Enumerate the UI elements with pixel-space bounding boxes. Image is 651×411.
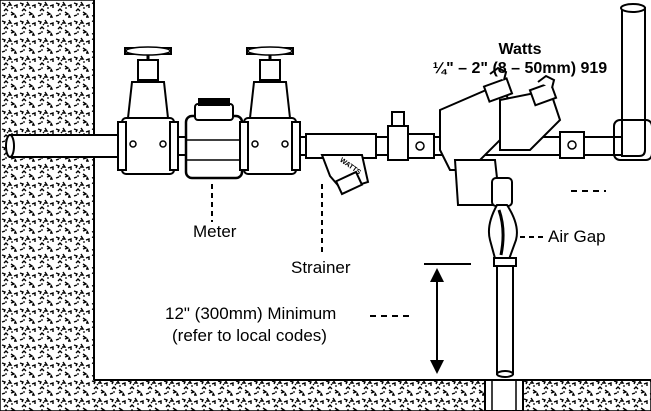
outlet-riser: [583, 3, 651, 161]
air-gap-drain: [487, 177, 518, 378]
meter-label: Meter: [193, 222, 237, 241]
gate-valve-left: [117, 46, 179, 175]
clearance-dimension-arrow: [424, 263, 471, 374]
inlet-pipe: [5, 134, 126, 158]
air-gap-label: Air Gap: [548, 227, 606, 246]
y-strainer: WATTS: [305, 133, 377, 196]
strainer-label: Strainer: [291, 258, 351, 277]
water-meter: [184, 98, 244, 180]
gate-valve-right: [239, 46, 301, 175]
product-heading: Watts ¼" – 2" (8 – 50mm) 919: [420, 40, 620, 78]
model-name: ¼" – 2" (8 – 50mm) 919: [432, 60, 608, 78]
floor-drain: [484, 379, 524, 411]
brand-name: Watts: [498, 41, 542, 58]
clearance-label-line2: (refer to local codes): [172, 326, 327, 345]
clearance-label-line1: 12" (300mm) Minimum: [165, 304, 337, 323]
